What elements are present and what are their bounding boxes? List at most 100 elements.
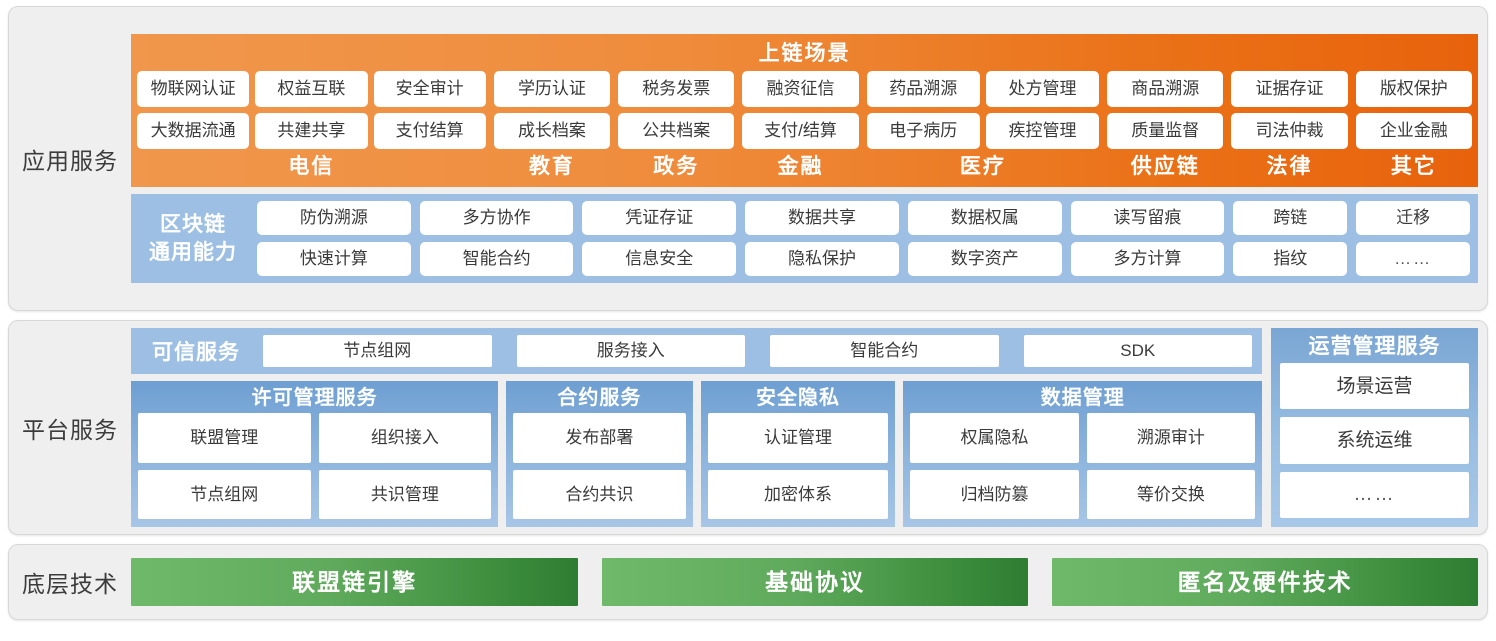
technology-bar[interactable]: 基础协议 — [602, 558, 1029, 606]
blockchain-capability-chip[interactable]: 隐私保护 — [745, 242, 899, 276]
scenario-chip-group: 版权保护企业金融 — [1355, 71, 1472, 149]
scenario-column: 证据存证司法仲裁法律 — [1231, 71, 1348, 183]
platform-service-group-rows: 权属隐私溯源审计归档防篡等价交换 — [910, 413, 1255, 519]
scenario-chip[interactable]: 学历认证 — [493, 71, 611, 107]
scenario-chip[interactable]: 证据存证 — [1231, 71, 1348, 107]
platform-service-group-rows: 认证管理加密体系 — [707, 413, 889, 519]
blockchain-capability-chip[interactable]: 智能合约 — [419, 242, 574, 276]
technology-bar[interactable]: 匿名及硬件技术 — [1052, 558, 1479, 606]
platform-service-group-row: 认证管理 — [707, 413, 889, 463]
scenario-chip[interactable]: 电子病历 — [866, 113, 980, 149]
blockchain-capability-chip[interactable]: 读写留痕 — [1070, 201, 1225, 235]
scenario-chip-row: 证据存证 — [1231, 71, 1348, 107]
blockchain-capability-chip[interactable]: 多方计算 — [1070, 242, 1225, 276]
scenario-chip[interactable]: 支付/结算 — [742, 113, 859, 149]
scenario-columns: 物联网认证权益互联安全审计大数据流通共建共享支付结算电信学历认证成长档案教育税务… — [137, 71, 1472, 183]
platform-service-chip[interactable]: 合约共识 — [513, 469, 686, 519]
platform-service-chip[interactable]: 组织接入 — [318, 413, 492, 463]
blockchain-capability-chip[interactable]: 数字资产 — [907, 242, 1062, 276]
platform-service-group-title: 许可管理服务 — [251, 387, 378, 409]
operations-management-chip[interactable]: 系统运维 — [1280, 417, 1469, 464]
blockchain-capability-row: 防伪溯源多方协作凭证存证数据共享数据权属读写留痕跨链迁移 — [257, 201, 1471, 235]
scenario-chip[interactable]: 司法仲裁 — [1231, 113, 1348, 149]
scenario-chip[interactable]: 共建共享 — [255, 113, 368, 149]
scenario-chip-row: 企业金融 — [1355, 113, 1472, 149]
platform-service-chip[interactable]: 溯源审计 — [1086, 413, 1255, 463]
trusted-service-chip[interactable]: SDK — [1023, 335, 1252, 367]
operations-management-chip[interactable]: …… — [1280, 471, 1469, 518]
scenario-chip[interactable]: 疾控管理 — [985, 113, 1100, 149]
blockchain-capability-chip[interactable]: 防伪溯源 — [257, 201, 411, 235]
scenario-chip-row: 物联网认证权益互联安全审计 — [137, 71, 486, 107]
scenario-chip[interactable]: 处方管理 — [985, 71, 1100, 107]
platform-service-group-title: 合约服务 — [557, 387, 642, 409]
blockchain-capability-title: 区块链 通用能力 — [139, 211, 247, 267]
scenario-column: 物联网认证权益互联安全审计大数据流通共建共享支付结算电信 — [137, 71, 486, 183]
scenario-chip[interactable]: 物联网认证 — [137, 71, 250, 107]
platform-service-chip[interactable]: 联盟管理 — [138, 413, 311, 463]
blockchain-capability-chip[interactable]: 数据共享 — [745, 201, 899, 235]
scenario-chip[interactable]: 质量监督 — [1107, 113, 1224, 149]
scenario-chip[interactable]: 权益互联 — [255, 71, 368, 107]
blockchain-capability-chip[interactable]: 凭证存证 — [582, 201, 737, 235]
scenario-chip[interactable]: 税务发票 — [618, 71, 735, 107]
blockchain-capability-chip[interactable]: 指纹 — [1233, 242, 1348, 276]
blockchain-capability-grid: 防伪溯源多方协作凭证存证数据共享数据权属读写留痕跨链迁移 快速计算智能合约信息安… — [257, 201, 1471, 276]
trusted-service-chip[interactable]: 智能合约 — [770, 335, 999, 367]
blockchain-capability-chip[interactable]: 信息安全 — [582, 242, 737, 276]
blockchain-capability-chip[interactable]: 多方协作 — [419, 201, 574, 235]
scenario-column: 学历认证成长档案教育 — [493, 71, 611, 183]
underlying-technology-panel: 底层技术 联盟链引擎基础协议匿名及硬件技术 — [8, 544, 1488, 620]
scenario-chip[interactable]: 版权保护 — [1355, 71, 1472, 107]
scenario-chip[interactable]: 安全审计 — [373, 71, 486, 107]
scenario-column: 版权保护企业金融其它 — [1355, 71, 1472, 183]
operations-management-chip[interactable]: 场景运营 — [1280, 363, 1469, 410]
scenario-category-label: 医疗 — [959, 155, 1006, 178]
platform-service-chip[interactable]: 加密体系 — [707, 469, 889, 519]
scenario-chip-row: 司法仲裁 — [1231, 113, 1348, 149]
platform-service-chip[interactable]: 认证管理 — [707, 413, 889, 463]
scenario-chip-row: 商品溯源 — [1107, 71, 1224, 107]
scenario-column: 融资征信支付/结算金融 — [742, 71, 859, 183]
scenario-chip-group: 税务发票公共档案 — [618, 71, 735, 149]
scenario-chip-row: 药品溯源处方管理 — [866, 71, 1100, 107]
scenario-chip[interactable]: 融资征信 — [742, 71, 859, 107]
scenario-chip[interactable]: 公共档案 — [618, 113, 735, 149]
blockchain-capability-chip[interactable]: …… — [1356, 242, 1471, 276]
scenario-chip[interactable]: 成长档案 — [493, 113, 611, 149]
blockchain-capability-chip[interactable]: 迁移 — [1356, 201, 1471, 235]
trusted-service-chip[interactable]: 节点组网 — [263, 335, 492, 367]
scenario-chip-group: 学历认证成长档案 — [493, 71, 611, 149]
trusted-service-chip[interactable]: 服务接入 — [516, 335, 745, 367]
blockchain-capability-chip[interactable]: 跨链 — [1233, 201, 1348, 235]
blockchain-capability-chip[interactable]: 数据权属 — [907, 201, 1062, 235]
scenario-chip-row: 融资征信 — [742, 71, 859, 107]
platform-service-groups: 许可管理服务联盟管理组织接入节点组网共识管理合约服务发布部署合约共识安全隐私认证… — [131, 381, 1262, 527]
platform-service-chip[interactable]: 发布部署 — [513, 413, 686, 463]
platform-service-chip[interactable]: 节点组网 — [138, 469, 311, 519]
application-services-body: 上链场景 物联网认证权益互联安全审计大数据流通共建共享支付结算电信学历认证成长档… — [131, 34, 1478, 283]
platform-service-group-row: 归档防篡等价交换 — [910, 469, 1255, 519]
scenario-chip[interactable]: 企业金融 — [1355, 113, 1472, 149]
scenario-chip[interactable]: 支付结算 — [373, 113, 486, 149]
blockchain-capability-block: 区块链 通用能力 防伪溯源多方协作凭证存证数据共享数据权属读写留痕跨链迁移 快速… — [131, 194, 1478, 283]
scenario-chip[interactable]: 药品溯源 — [866, 71, 980, 107]
platform-service-chip[interactable]: 归档防篡 — [910, 469, 1079, 519]
scenario-chip[interactable]: 商品溯源 — [1107, 71, 1224, 107]
platform-service-chip[interactable]: 权属隐私 — [910, 413, 1079, 463]
blockchain-capability-chip[interactable]: 快速计算 — [257, 242, 411, 276]
technology-bar[interactable]: 联盟链引擎 — [131, 558, 579, 606]
scenario-chip-row: 成长档案 — [493, 113, 611, 149]
platform-service-group: 数据管理权属隐私溯源审计归档防篡等价交换 — [903, 381, 1262, 527]
platform-service-group: 合约服务发布部署合约共识 — [506, 381, 693, 527]
scenario-chip-row: 质量监督 — [1107, 113, 1224, 149]
scenario-column: 税务发票公共档案政务 — [618, 71, 735, 183]
platform-service-chip[interactable]: 等价交换 — [1086, 469, 1255, 519]
scenario-chip[interactable]: 大数据流通 — [137, 113, 250, 149]
operations-management-title: 运营管理服务 — [1308, 335, 1441, 358]
on-chain-scenarios-title: 上链场景 — [758, 42, 851, 65]
platform-service-chip[interactable]: 共识管理 — [318, 469, 492, 519]
